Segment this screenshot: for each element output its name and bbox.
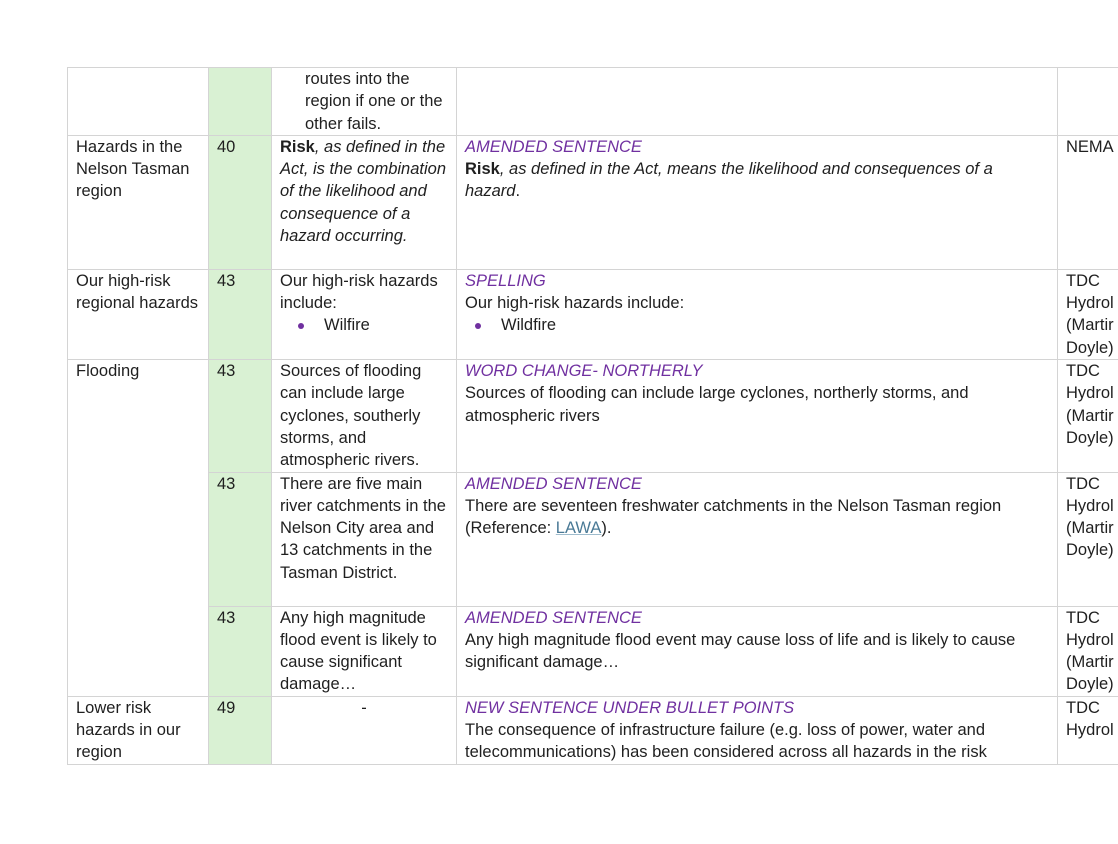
- bullet-icon: [475, 323, 481, 330]
- lawa-link[interactable]: LAWA: [555, 519, 602, 538]
- change-text-end: .: [515, 182, 521, 201]
- change-label: WORD CHANGE- NORTHERLY: [465, 362, 703, 381]
- original-text-cell: Risk, as defined in the Act, is the comb…: [271, 134, 457, 270]
- change-label: AMENDED SENTENCE: [465, 608, 642, 627]
- change-bullet-list: Wildfire: [465, 314, 1049, 336]
- change-cell: AMENDED SENTENCE Risk, as defined in the…: [456, 134, 1058, 270]
- table-row: Our high-risk regional hazards 43 Our hi…: [67, 268, 1118, 361]
- change-cell: AMENDED SENTENCE There are seventeen fre…: [456, 471, 1058, 607]
- original-text: Our high-risk hazards include:: [280, 271, 438, 313]
- table-row: Hazards in the Nelson Tasman region 40 R…: [67, 134, 1118, 270]
- page-number-cell: 43: [208, 471, 272, 607]
- submission-table: routes into the region if one or the oth…: [67, 67, 1118, 765]
- table-row: Flooding 43 Sources of flooding can incl…: [67, 359, 1118, 697]
- page-number-cell: 49: [208, 695, 272, 765]
- original-text-cell: -: [271, 695, 457, 765]
- original-text: , as defined in the Act, is the combinat…: [280, 137, 446, 246]
- change-cell: NEW SENTENCE UNDER BULLET POINTS The con…: [456, 695, 1058, 765]
- table-row: 43 Any high magnitude flood event is lik…: [68, 605, 1118, 697]
- page-number-cell: [208, 67, 272, 136]
- change-label: AMENDED SENTENCE: [465, 474, 642, 493]
- change-text-italic: , as defined in the Act, means the likel…: [465, 160, 993, 201]
- original-text-cell: There are five main river catchments in …: [271, 471, 457, 607]
- change-cell: SPELLING Our high-risk hazards include: …: [456, 268, 1058, 361]
- section-cell: Flooding: [67, 359, 209, 697]
- list-item: Wilfire: [296, 314, 448, 336]
- original-text-cell: Any high magnitude flood event is likely…: [271, 605, 457, 697]
- original-bold-term: Risk: [280, 137, 315, 156]
- change-text: Risk, as defined in the Act, means the l…: [465, 158, 1049, 203]
- bullet-icon: [298, 323, 304, 330]
- page-number-cell: 43: [208, 605, 272, 697]
- change-text: The consequence of infrastructure failur…: [465, 721, 987, 762]
- page-number-cell: 43: [208, 268, 272, 361]
- section-cell: [67, 67, 209, 136]
- page-number-cell: 43: [208, 359, 272, 473]
- page-number-cell: 40: [208, 134, 272, 270]
- change-label: NEW SENTENCE UNDER BULLET POINTS: [465, 698, 795, 717]
- change-cell: WORD CHANGE- NORTHERLY Sources of floodi…: [456, 359, 1058, 473]
- original-text-cell: Our high-risk hazards include: Wilfire: [271, 268, 457, 361]
- table-row: Lower risk hazards in our region 49 - NE…: [67, 695, 1118, 765]
- original-text: routes into the region if one or the oth…: [305, 70, 443, 133]
- change-label: SPELLING: [465, 271, 546, 290]
- table-row: 43 There are five main river catchments …: [68, 471, 1118, 607]
- list-item: Wildfire: [473, 314, 1049, 336]
- source-cell: NEMA: [1057, 134, 1118, 270]
- section-cell: Lower risk hazards in our region: [67, 695, 209, 765]
- change-text: Our high-risk hazards include:: [465, 294, 685, 313]
- change-label: AMENDED SENTENCE: [465, 137, 642, 156]
- original-text-cell: Sources of flooding can include large cy…: [271, 359, 457, 473]
- change-text: Any high magnitude flood event may cause…: [465, 630, 1016, 672]
- change-cell: [456, 67, 1058, 136]
- section-cell: Hazards in the Nelson Tasman region: [67, 134, 209, 270]
- original-text-cell: routes into the region if one or the oth…: [271, 67, 457, 136]
- source-cell: [1057, 67, 1118, 136]
- original-bullet-list: Wilfire: [280, 314, 448, 336]
- table-row: routes into the region if one or the oth…: [67, 67, 1118, 136]
- change-text: There are seventeen freshwater catchment…: [465, 496, 1002, 538]
- section-cell: Our high-risk regional hazards: [67, 268, 209, 361]
- change-text: Sources of flooding can include large cy…: [465, 384, 969, 425]
- change-bold-term: Risk: [465, 160, 500, 179]
- change-cell: AMENDED SENTENCE Any high magnitude floo…: [456, 605, 1058, 697]
